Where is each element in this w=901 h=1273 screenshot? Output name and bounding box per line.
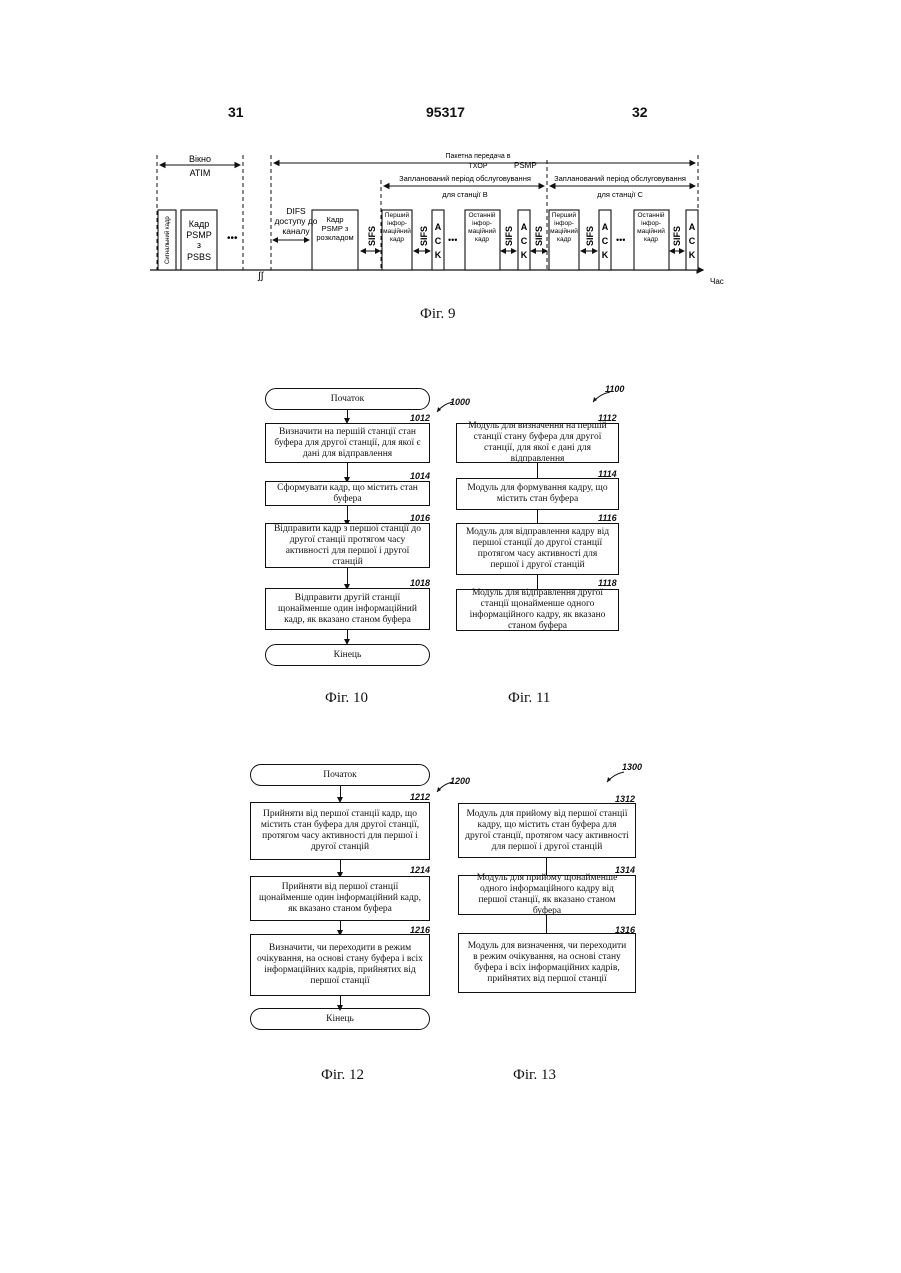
fig10-end: Кінець bbox=[265, 644, 430, 666]
fig12-caption: Фіг. 12 bbox=[321, 1067, 364, 1084]
svg-text:A: A bbox=[689, 222, 696, 232]
fig13-step1: Модуль для прийому від першої станції ка… bbox=[458, 803, 636, 858]
svg-text:Кадр: Кадр bbox=[326, 215, 343, 224]
svg-text:SIFS: SIFS bbox=[504, 226, 514, 246]
svg-text:маційний: маційний bbox=[637, 227, 665, 235]
svg-text:інфор-: інфор- bbox=[554, 219, 574, 227]
svg-text:A: A bbox=[521, 222, 528, 232]
svg-text:SIFS: SIFS bbox=[672, 226, 682, 246]
svg-text:Кадр: Кадр bbox=[189, 219, 210, 229]
fig12-end: Кінець bbox=[250, 1008, 430, 1030]
svg-text:PSMP з: PSMP з bbox=[322, 224, 349, 233]
svg-text:маційний: маційний bbox=[550, 227, 578, 235]
fig10-start: Початок bbox=[265, 388, 430, 410]
svg-text:Останній: Останній bbox=[637, 211, 664, 219]
svg-text:каналу: каналу bbox=[282, 226, 310, 236]
fig13-caption: Фіг. 13 bbox=[513, 1067, 556, 1084]
svg-text:інфор-: інфор- bbox=[387, 219, 407, 227]
psmp-label: PSMP bbox=[514, 161, 537, 170]
txop-label-1: Пакетна передача в bbox=[446, 153, 511, 160]
svg-text:PSMP: PSMP bbox=[186, 230, 212, 240]
svg-text:маційний: маційний bbox=[468, 227, 496, 235]
fig12-step2-num: 1214 bbox=[410, 865, 430, 875]
svg-text:Перший: Перший bbox=[385, 211, 410, 219]
svg-text:•••: ••• bbox=[448, 235, 457, 245]
sched-b-label-1: Запланований період обслуговування bbox=[399, 174, 531, 183]
fig12-step1: Прийняти від першої станції кадр, що міс… bbox=[250, 802, 430, 860]
svg-text:PSBS: PSBS bbox=[187, 252, 211, 262]
svg-text:SIFS: SIFS bbox=[419, 226, 429, 246]
svg-text:C: C bbox=[602, 236, 609, 246]
fig10-step3: Відправити кадр з першої станції до друг… bbox=[265, 523, 430, 568]
svg-text:C: C bbox=[435, 236, 442, 246]
fig11-step4: Модуль для відправлення другої станції щ… bbox=[456, 589, 619, 631]
svg-text:SIFS: SIFS bbox=[534, 226, 544, 246]
fig10-step1-num: 1012 bbox=[410, 413, 430, 423]
svg-text:інфор-: інфор- bbox=[641, 219, 661, 227]
fig9-caption: Фіг. 9 bbox=[420, 306, 455, 323]
fig11-caption: Фіг. 11 bbox=[508, 690, 550, 707]
sched-c-label-1: Запланований період обслуговування bbox=[554, 174, 686, 183]
svg-text:K: K bbox=[602, 250, 609, 260]
svg-text:•••: ••• bbox=[616, 235, 625, 245]
svg-text:SIFS: SIFS bbox=[367, 226, 377, 246]
svg-text:C: C bbox=[689, 236, 696, 246]
svg-text:кадр: кадр bbox=[390, 236, 404, 243]
fig12-start: Початок bbox=[250, 764, 430, 786]
beacon-label: Сигнальний кадр bbox=[164, 216, 171, 264]
fig10-step4-num: 1018 bbox=[410, 578, 430, 588]
fig10-caption: Фіг. 10 bbox=[325, 690, 368, 707]
svg-text:розкладом: розкладом bbox=[316, 233, 353, 242]
svg-text:DIFS: DIFS bbox=[286, 206, 306, 216]
fig13-step3: Модуль для визначення, чи переходити в р… bbox=[458, 933, 636, 993]
svg-text:інфор-: інфор- bbox=[472, 219, 492, 227]
svg-text:маційний: маційний bbox=[383, 227, 411, 235]
svg-text:кадр: кадр bbox=[475, 236, 489, 243]
fig9-timing-diagram: Вікно ATIM Пакетна передача в TXOP PSMP … bbox=[0, 0, 901, 300]
svg-text:доступу до: доступу до bbox=[274, 216, 317, 226]
fig12-step1-num: 1212 bbox=[410, 792, 430, 802]
svg-text:SIFS: SIFS bbox=[585, 226, 595, 246]
fig10-step3-num: 1016 bbox=[410, 513, 430, 523]
svg-text:кадр: кадр bbox=[644, 236, 658, 243]
axis-break: ∫∫ bbox=[257, 271, 265, 282]
svg-text:K: K bbox=[689, 250, 696, 260]
atim-window-label-2: ATIM bbox=[190, 168, 211, 178]
fig10-step1: Визначити на першій станції стан буфера … bbox=[265, 423, 430, 463]
txop-label-2: TXOP bbox=[468, 163, 487, 170]
time-axis-label: Час bbox=[710, 277, 724, 286]
fig10-step2: Сформувати кадр, що містить стан буфера bbox=[265, 481, 430, 506]
svg-text:A: A bbox=[435, 222, 442, 232]
fig11-step3: Модуль для відправлення кадру від першої… bbox=[456, 523, 619, 575]
svg-text:A: A bbox=[602, 222, 609, 232]
svg-text:C: C bbox=[521, 236, 528, 246]
fig12-step3: Визначити, чи переходити в режим очікува… bbox=[250, 934, 430, 996]
fig11-step3-num: 1116 bbox=[598, 513, 617, 523]
sched-c-label-2: для станції C bbox=[597, 190, 643, 199]
svg-text:Останній: Останній bbox=[468, 211, 495, 219]
svg-text:з: з bbox=[197, 240, 201, 250]
svg-text:•••: ••• bbox=[227, 233, 238, 244]
svg-text:Перший: Перший bbox=[552, 211, 577, 219]
fig11-step4-num: 1118 bbox=[598, 578, 617, 588]
fig11-step2: Модуль для формування кадру, що містить … bbox=[456, 478, 619, 510]
svg-text:кадр: кадр bbox=[557, 236, 571, 243]
svg-text:K: K bbox=[435, 250, 442, 260]
fig12-step2: Прийняти від першої станції щонайменше о… bbox=[250, 876, 430, 921]
svg-text:K: K bbox=[521, 250, 528, 260]
fig10-step4: Відправити другій станції щонайменше оди… bbox=[265, 588, 430, 630]
fig10-step2-num: 1014 bbox=[410, 471, 430, 481]
sched-b-label-2: для станції B bbox=[442, 190, 487, 199]
fig13-step2: Модуль для прийому щонайменше одного інф… bbox=[458, 875, 636, 915]
fig11-step1: Модуль для визначення на першій станції … bbox=[456, 423, 619, 463]
atim-window-label-1: Вікно bbox=[189, 154, 211, 164]
